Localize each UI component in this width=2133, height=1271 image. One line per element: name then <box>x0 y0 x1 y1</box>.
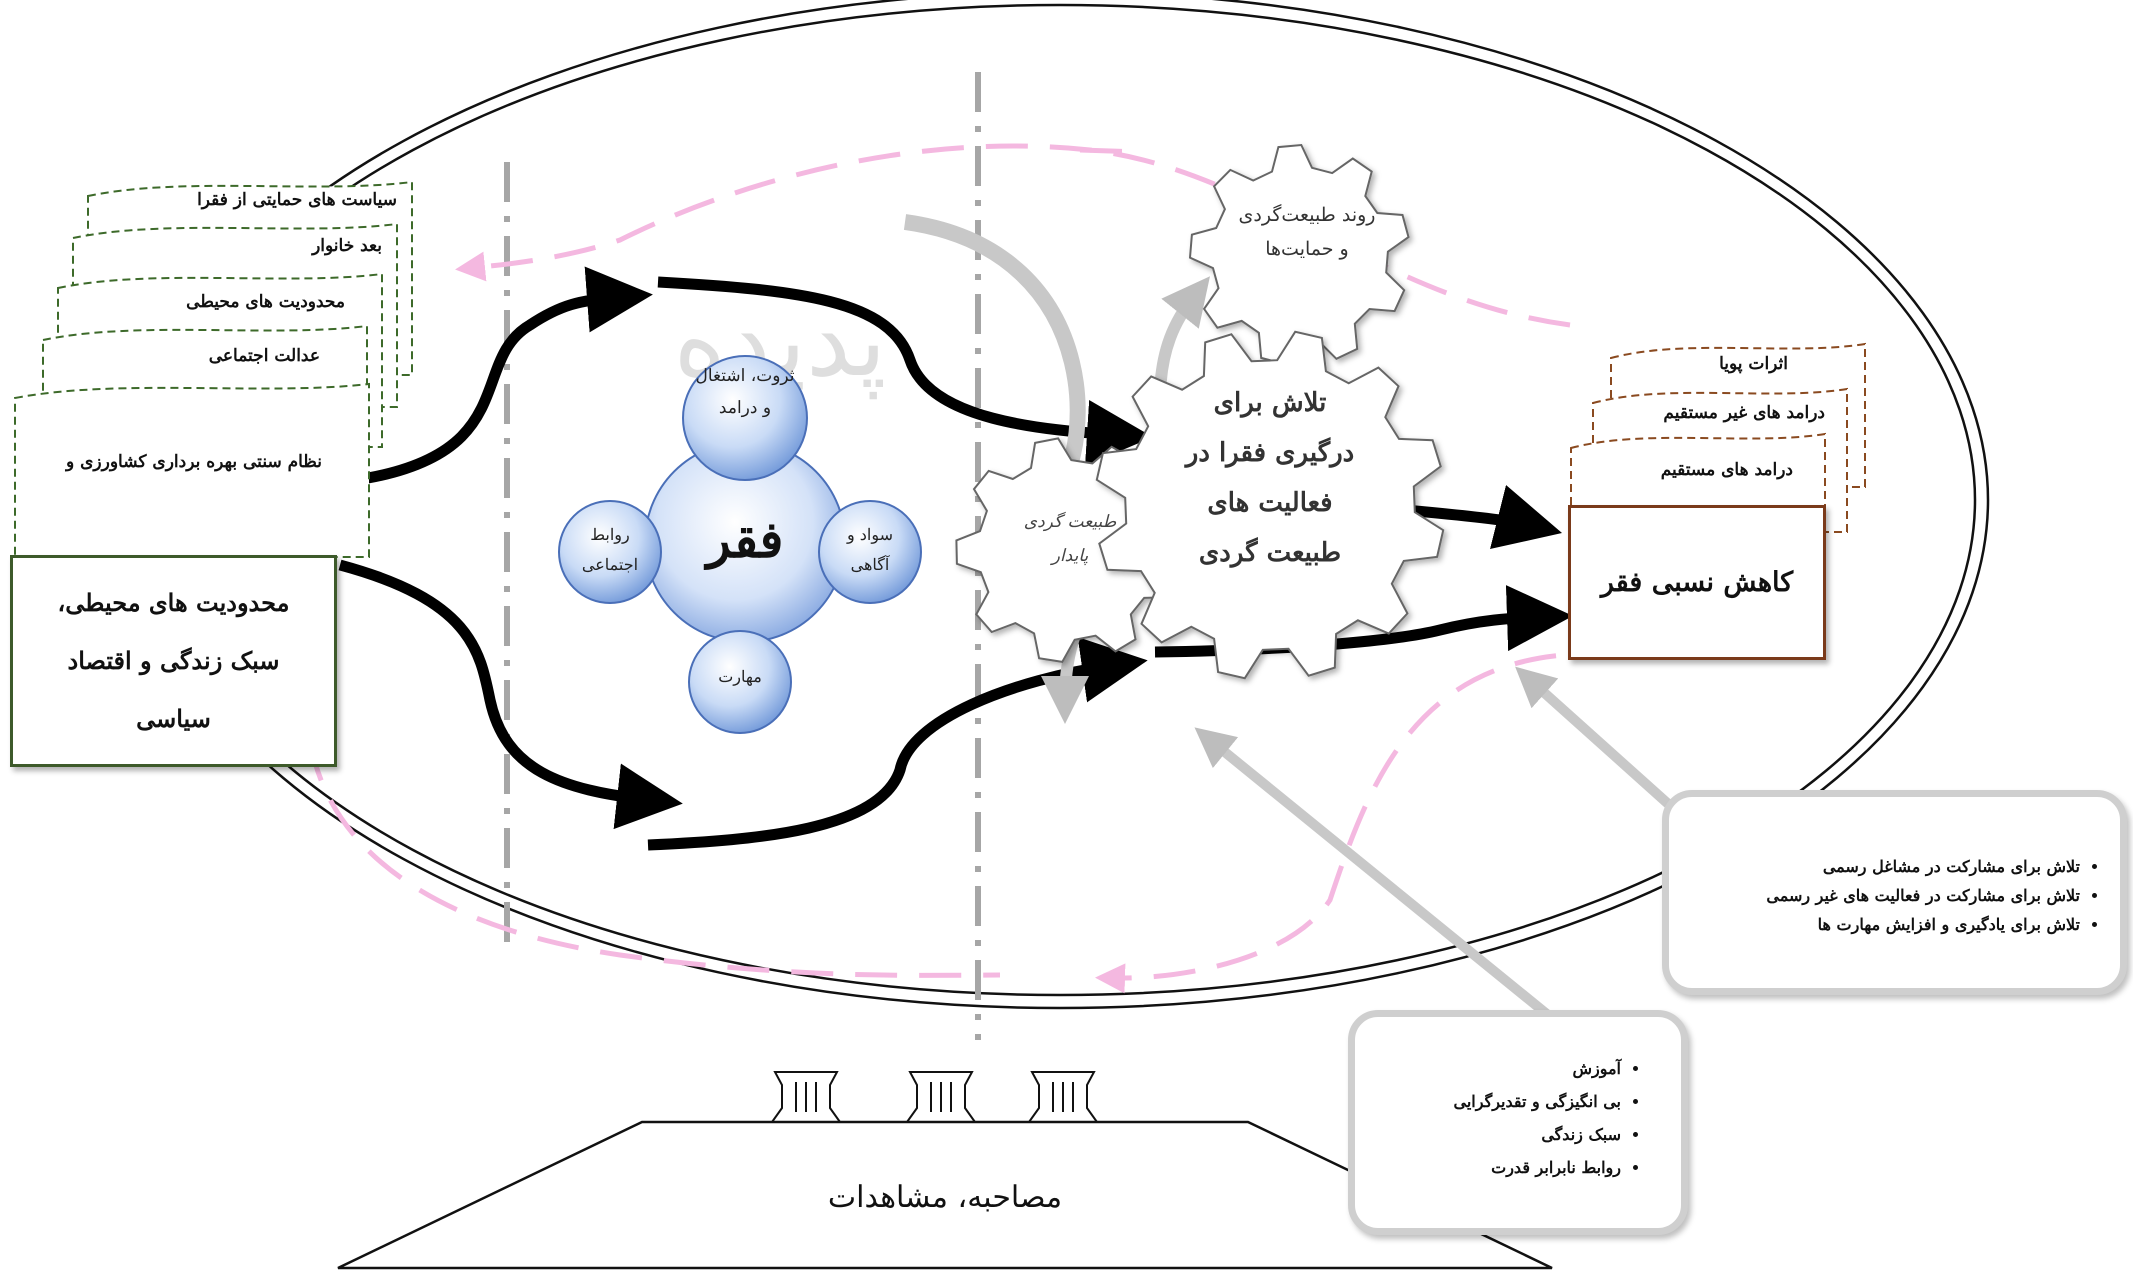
poverty-top-label: ثروت، اشتغال و درامد <box>695 366 795 418</box>
gear-small-label: طبیعت گردی پایدار <box>1023 512 1117 566</box>
arrow-stack-to-phenomenon <box>367 266 653 484</box>
strategy-item: تلاش برای مشارکت در فعالیت های غیر رسمی <box>1669 886 2080 905</box>
gear-top-label: روند طبیعت‌گردی و حمایت‌ها <box>1238 204 1376 260</box>
left-stack-card-text: محدودیت های محیطی <box>186 292 345 312</box>
outcome-box: کاهش نسبی فقر <box>1568 505 1826 660</box>
gear-top <box>1188 143 1410 365</box>
barrier-item: روابط نابرابر قدرت <box>1355 1158 1621 1177</box>
right-stack-card-text: درامد های مستقیم <box>1660 460 1793 480</box>
poverty-left-label: روابط اجتماعی <box>581 525 639 574</box>
bubble-right <box>818 500 922 604</box>
bubble-bottom <box>688 630 792 734</box>
gear-main-label: تلاش برای درگیری فقرا در فعالیت های طبیع… <box>1185 388 1355 568</box>
barrier-item: سبک زندگی <box>1355 1125 1621 1144</box>
bubble-left <box>558 500 662 604</box>
bubble-top <box>682 355 808 481</box>
strategies-box: تلاش برای مشارکت در مشاغل رسمی تلاش برای… <box>1662 790 2127 995</box>
pedestal-columns <box>770 1071 1099 1123</box>
gray-arrow-barriers <box>1194 727 1552 1019</box>
barrier-item: آموزش <box>1355 1059 1621 1078</box>
strategies-list: تلاش برای مشارکت در مشاغل رسمی تلاش برای… <box>1669 857 2120 934</box>
left-main-box: محدودیت های محیطی، سبک زندگی و اقتصاد سی… <box>10 555 337 767</box>
poverty-bottom-label: مهارت <box>718 667 762 686</box>
pedestal-base <box>337 1120 1553 1270</box>
arrow-main-to-phenomenon <box>338 559 683 830</box>
poverty-center-label: فقر <box>706 510 784 569</box>
pink-cycle-top-right <box>1079 147 1141 155</box>
outcome-text: کاهش نسبی فقر <box>1600 567 1794 598</box>
strategy-item: تلاش برای یادگیری و افزایش مهارت ها <box>1669 915 2080 934</box>
right-stack-card-text: اثرات پویا <box>1719 354 1788 374</box>
arrow-gear-to-outcome-top <box>1404 484 1563 550</box>
barrier-item: بی انگیزگی و تقدیرگرایی <box>1355 1092 1621 1111</box>
poverty-right-label: سواد و آگاهی <box>846 525 894 574</box>
gear-main <box>1095 330 1445 680</box>
barriers-box: آموزش بی انگیزگی و تقدیرگرایی سبک زندگی … <box>1348 1010 1688 1235</box>
left-stack-card-text: نظام سنتی بهره برداری کشاورزی و <box>65 452 322 472</box>
right-stack-card-text: درامد های غیر مستقیم <box>1663 403 1825 423</box>
pink-cycle-bottom <box>1095 651 1621 994</box>
barriers-list: آموزش بی انگیزگی و تقدیرگرایی سبک زندگی … <box>1355 1059 1681 1177</box>
strategy-item: تلاش برای مشارکت در مشاغل رسمی <box>1669 857 2080 876</box>
arrow-phenomenon-to-gear-top <box>657 276 1153 466</box>
arrow-phenomenon-to-gear-bottom <box>647 637 1148 851</box>
left-stack-card: نظام سنتی بهره برداری کشاورزی و <box>12 380 372 560</box>
base-label: مصاحبه، مشاهدات <box>827 1180 1063 1215</box>
poverty-cluster <box>558 355 922 734</box>
left-stack-card-text: سیاست های حمایتی از فقرا <box>197 190 397 210</box>
pink-cycle-left <box>307 739 1001 978</box>
left-stack-card-text: عدالت اجتماعی <box>208 346 320 366</box>
gray-arrow-strategies <box>1515 666 1679 814</box>
left-stack-card-text: بعد خانوار <box>312 236 382 256</box>
right-stack-card: درامد های مستقیم <box>1568 430 1828 530</box>
left-main-text: محدودیت های محیطی، سبک زندگی و اقتصاد سی… <box>57 588 290 733</box>
